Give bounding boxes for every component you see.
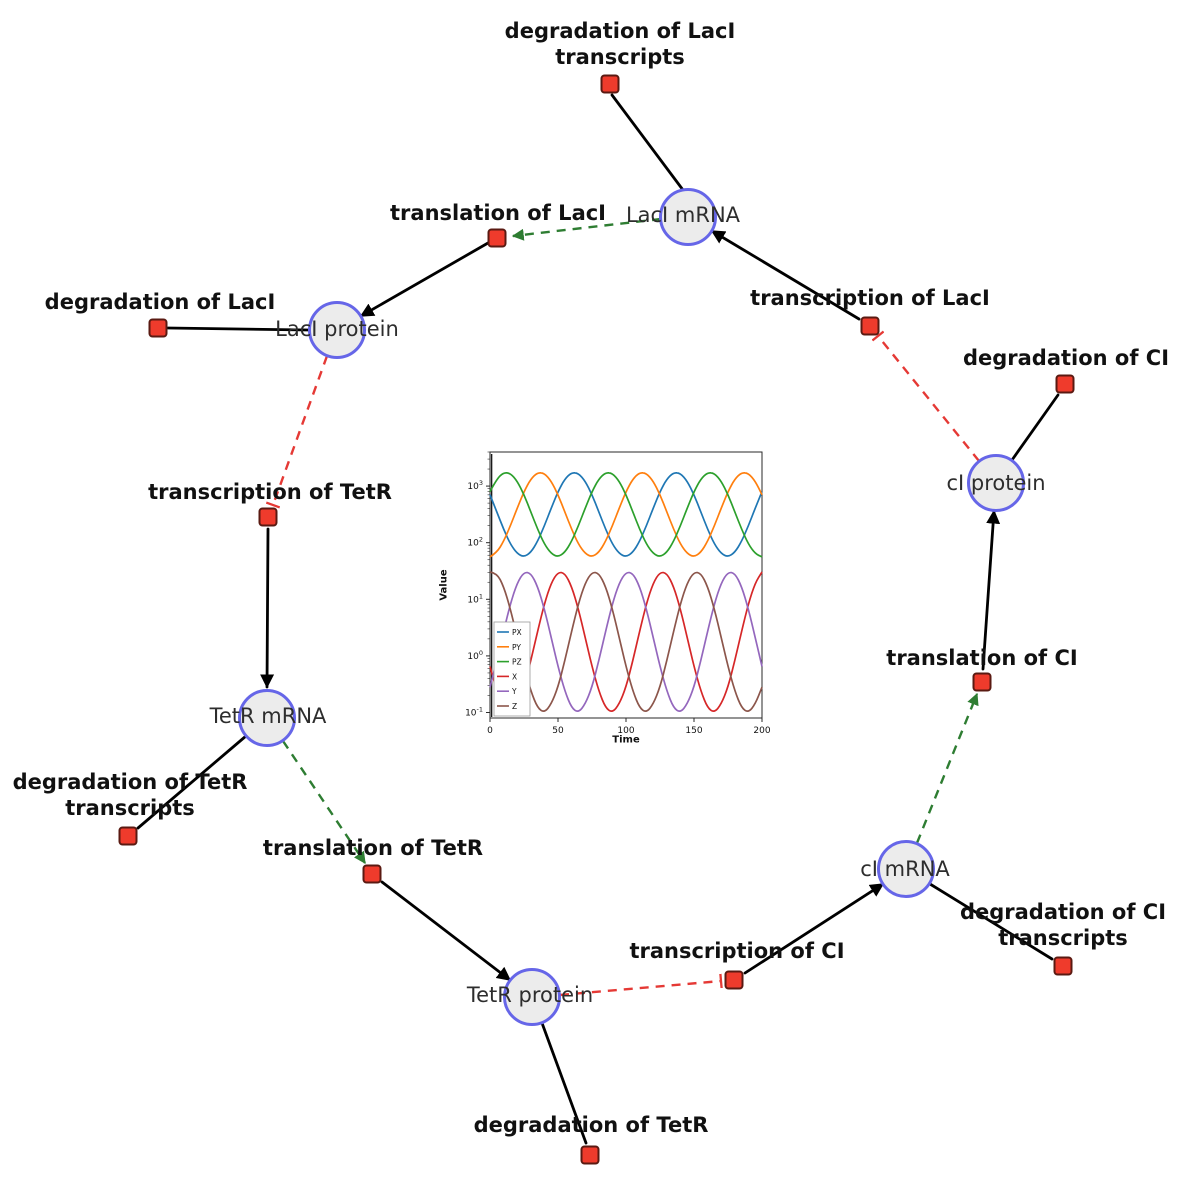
edge-tetR-mRNA-modifier-translation bbox=[282, 740, 366, 864]
edge-translation-lacI-produces-lacI-protein bbox=[359, 241, 490, 318]
series-line-Y bbox=[489, 571, 763, 712]
label-translation-ci: translation of CI bbox=[886, 645, 1078, 670]
legend-label-Y: Y bbox=[511, 687, 517, 696]
x-tick-label: 100 bbox=[617, 726, 634, 736]
x-tick-label: 150 bbox=[685, 726, 702, 736]
species-node-tetr-mrna[interactable] bbox=[238, 689, 296, 747]
legend-label-PY: PY bbox=[512, 643, 521, 652]
legend-label-PX: PX bbox=[512, 628, 522, 637]
series-line-PX bbox=[489, 472, 763, 557]
edge-tetR-protein-to-degradation bbox=[540, 1021, 588, 1145]
edge-lacI-mRNA-modifier-translation bbox=[511, 217, 662, 241]
label-laci-protein: LacI protein bbox=[275, 317, 399, 341]
reaction-node-transcription-tetr[interactable] bbox=[258, 507, 278, 527]
edge-cI-mRNA-modifier-translation bbox=[915, 692, 979, 844]
reaction-node-degradation-tetr-transcripts[interactable] bbox=[118, 826, 138, 846]
label-transcription-laci: transcription of LacI bbox=[750, 285, 990, 310]
edge-cI-protein-to-degradation bbox=[1010, 393, 1060, 462]
y-tick-label: 103 bbox=[467, 479, 483, 492]
edge-lacI-protein-inhibits-transcription-tetR bbox=[265, 355, 329, 509]
y-tick-label: 101 bbox=[467, 592, 483, 605]
reaction-node-transcription-laci[interactable] bbox=[860, 316, 880, 336]
y-tick-label: 100 bbox=[467, 649, 483, 662]
label-degradation-tetr: degradation of TetR bbox=[473, 1112, 709, 1137]
series-line-PZ bbox=[489, 472, 763, 558]
label-transcription-ci: transcription of CI bbox=[629, 938, 845, 963]
edge-transcription-cI-produces-cI-mRNA bbox=[743, 882, 885, 975]
label-translation-laci: translation of LacI bbox=[390, 200, 606, 225]
chart-canvas: 103 102 101 100 10-1 0 50 100 150 200 PX PY PZ XYZ bbox=[465, 451, 771, 736]
chart-y-axis-label: Value bbox=[438, 569, 450, 601]
label-tetr-mrna: TetR mRNA bbox=[209, 704, 327, 728]
edge-cI-mRNA-to-degradation-transcripts bbox=[928, 882, 1054, 961]
edge-translation-cI-produces-cI-protein bbox=[981, 509, 1001, 671]
reaction-node-translation-ci[interactable] bbox=[972, 672, 992, 692]
species-node-ci-mrna[interactable] bbox=[877, 840, 935, 898]
label-tetr-protein: TetR protein bbox=[466, 983, 594, 1007]
label-degradation-tetr-transcripts: degradation of TetR transcripts bbox=[12, 769, 248, 820]
chart-legend bbox=[493, 621, 531, 717]
reaction-node-transcription-ci[interactable] bbox=[724, 970, 744, 990]
reaction-node-translation-tetr[interactable] bbox=[362, 864, 382, 884]
edge-tetR-mRNA-to-degradation-transcripts bbox=[136, 734, 248, 830]
y-tick-label: 10-1 bbox=[465, 706, 483, 719]
series-line-Z bbox=[489, 571, 763, 712]
legend-label-Z: Z bbox=[512, 702, 517, 711]
y-tick-label: 102 bbox=[467, 536, 483, 549]
legend-label-X: X bbox=[512, 672, 517, 681]
label-degradation-laci: degradation of LacI bbox=[44, 289, 276, 314]
x-tick-label: 50 bbox=[552, 726, 564, 736]
label-degradation-laci-transcripts: degradation of LacI transcripts bbox=[504, 18, 736, 69]
reaction-node-degradation-tetr[interactable] bbox=[580, 1145, 600, 1165]
label-laci-mrna: LacI mRNA bbox=[625, 203, 741, 227]
reaction-node-degradation-ci-transcripts[interactable] bbox=[1053, 956, 1073, 976]
series-line-PY bbox=[489, 472, 763, 558]
edge-translation-tetR-produces-tetR-protein bbox=[380, 880, 512, 982]
legend-label-PZ: PZ bbox=[512, 658, 522, 667]
label-degradation-ci: degradation of CI bbox=[962, 345, 1170, 370]
edge-cI-protein-inhibits-transcription-lacI bbox=[871, 330, 980, 462]
species-node-laci-protein[interactable] bbox=[308, 301, 366, 359]
species-node-ci-protein[interactable] bbox=[967, 454, 1025, 512]
reaction-node-degradation-ci[interactable] bbox=[1055, 374, 1075, 394]
edge-transcription-tetR-produces-tetR-mRNA bbox=[260, 527, 275, 689]
edge-lacI-protein-to-degradation bbox=[166, 326, 311, 332]
edge-tetR-protein-inhibits-transcription-cI bbox=[559, 973, 723, 997]
edge-transcription-lacI-produces-lacI-mRNA bbox=[710, 229, 861, 321]
label-translation-tetr: translation of TetR bbox=[262, 835, 484, 860]
edge-lacI-mRNA-to-degradation-transcripts bbox=[610, 93, 685, 192]
species-node-laci-mrna[interactable] bbox=[659, 188, 717, 246]
reaction-node-degradation-laci[interactable] bbox=[148, 318, 168, 338]
x-tick-label: 0 bbox=[487, 726, 493, 736]
chart-x-axis-label: Time bbox=[612, 734, 640, 746]
species-node-tetr-protein[interactable] bbox=[503, 968, 561, 1026]
x-tick-label: 200 bbox=[753, 726, 770, 736]
label-ci-mrna: cI mRNA bbox=[860, 857, 950, 881]
label-ci-protein: cI protein bbox=[946, 471, 1046, 495]
reaction-node-degradation-laci-transcripts[interactable] bbox=[600, 74, 620, 94]
series-line-X bbox=[489, 571, 763, 712]
reaction-node-translation-laci[interactable] bbox=[487, 228, 507, 248]
label-degradation-ci-transcripts: degradation of CI transcripts bbox=[959, 899, 1167, 950]
label-transcription-tetr: transcription of TetR bbox=[148, 479, 392, 504]
